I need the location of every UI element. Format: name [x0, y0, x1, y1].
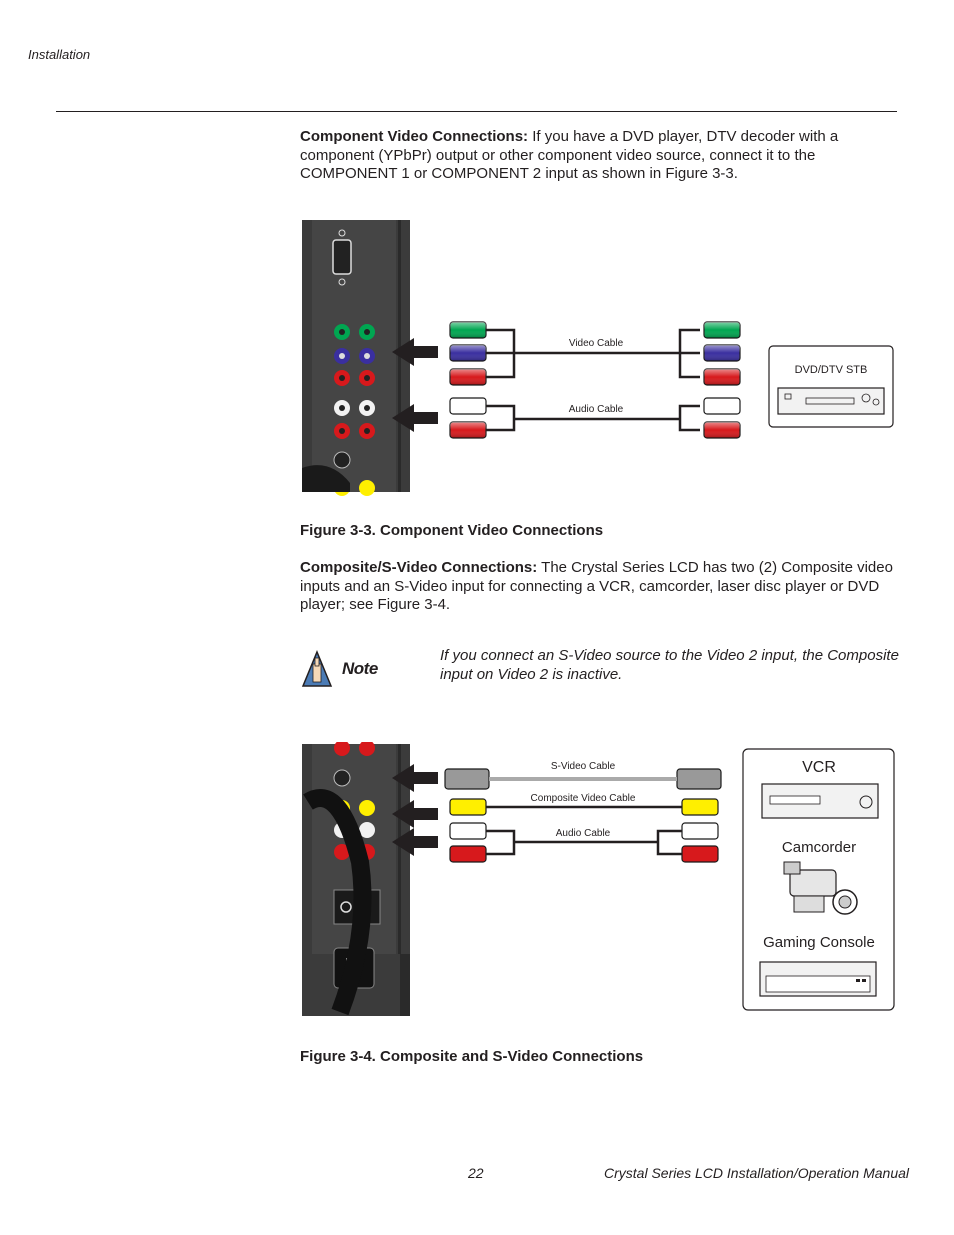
note-text: If you connect an S-Video source to the …	[440, 647, 899, 683]
console-icon	[759, 961, 877, 997]
tv-rear-panel-lower	[302, 742, 410, 1016]
audio-cable-label-1: Audio Cable	[569, 404, 624, 415]
dvd-stb-label: DVD/DTV STB	[795, 364, 868, 376]
figure-3-3-caption: Figure 3-3. Component Video Connections	[300, 522, 604, 539]
input-arrows	[392, 338, 438, 432]
composite-paragraph: Composite/S-Video Connections: The Cryst…	[300, 559, 900, 615]
figure-3-3-diagram: Video Cable Audio Cable DVD/DTV STB	[302, 220, 894, 496]
note-icon	[301, 650, 333, 687]
page-number: 22	[468, 1165, 484, 1181]
footer-manual-title: Crystal Series LCD Installation/Operatio…	[604, 1165, 910, 1181]
right-plugs	[703, 321, 741, 439]
note-label: Note	[342, 659, 378, 678]
composite-cable-label: Composite Video Cable	[531, 793, 636, 804]
component-paragraph: Component Video Connections: If you have…	[300, 128, 900, 184]
component-body: If you have a DVD player, DTV decoder wi…	[300, 128, 839, 182]
input-arrows-lower	[392, 764, 438, 856]
figure-3-4-caption: Figure 3-4. Composite and S-Video Connec…	[300, 1048, 644, 1065]
figure-3-4-diagram: S-Video Cable Composite Video Cable Audi…	[302, 742, 895, 1016]
left-plugs	[449, 321, 487, 439]
dvd-stb-device: DVD/DTV STB	[768, 345, 894, 428]
camcorder-icon	[783, 861, 858, 915]
component-heading: Component Video Connections:	[300, 128, 529, 145]
header-rule	[56, 111, 897, 112]
vcr-icon	[761, 783, 879, 819]
running-header: Installation	[28, 47, 91, 62]
component-jacks	[333, 324, 375, 496]
audio-plugs	[449, 822, 719, 863]
source-devices-box: VCR Camcorder Gaming Console	[742, 748, 895, 1011]
audio-cable-label-2: Audio Cable	[556, 828, 611, 839]
camcorder-label: Camcorder	[782, 839, 856, 856]
svideo-plugs	[444, 768, 722, 790]
video-cable-label: Video Cable	[569, 338, 624, 349]
composite-body: The Crystal Series LCD has two (2) Compo…	[300, 559, 893, 613]
vcr-label: VCR	[802, 759, 836, 776]
audio-cable	[486, 829, 682, 856]
cables	[486, 328, 700, 432]
composite-heading: Composite/S-Video Connections:	[300, 559, 538, 576]
console-label: Gaming Console	[763, 934, 875, 951]
svideo-cable-label: S-Video Cable	[551, 761, 616, 772]
tv-rear-panel	[302, 220, 410, 496]
